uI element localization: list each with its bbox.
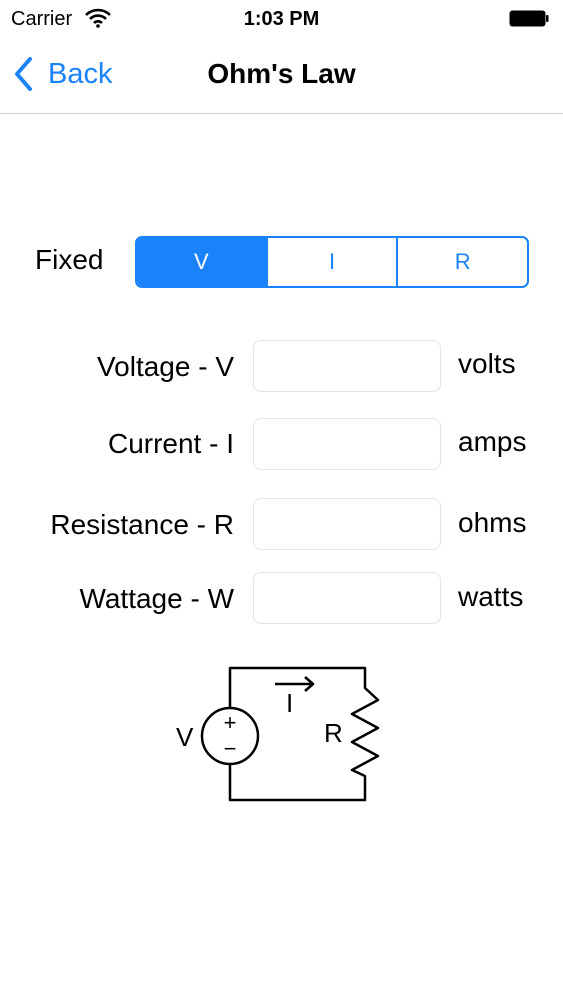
segment-i[interactable]: I [265, 238, 397, 286]
resistor-label: R [324, 718, 343, 748]
voltage-label: Voltage - V [97, 351, 234, 382]
wattage-field[interactable] [253, 572, 441, 624]
current-arrowhead [304, 676, 315, 692]
battery-icon [509, 10, 549, 27]
status-bar: Carrier 1:03 PM [0, 0, 563, 38]
back-button[interactable]: Back [12, 54, 112, 94]
voltage-source-symbol [200, 706, 260, 766]
segment-r[interactable]: R [396, 238, 527, 286]
fixed-label: Fixed [35, 244, 104, 275]
resistance-field[interactable] [253, 498, 441, 550]
segment-v[interactable]: V [137, 238, 266, 286]
circuit-diagram: + − V I R [176, 666, 380, 802]
page-title: Ohm's Law [207, 58, 356, 89]
source-label: V [176, 722, 194, 752]
wifi-icon [85, 8, 111, 28]
current-label: Current - I [107, 428, 234, 459]
current-unit: amps [458, 426, 527, 457]
voltage-field[interactable] [253, 340, 441, 392]
current-label: I [286, 688, 293, 718]
navigation-bar: Back Ohm's Law [0, 38, 563, 114]
circuit-wire [228, 764, 367, 802]
resistor-symbol [350, 680, 380, 784]
status-time: 1:03 PM [243, 8, 320, 30]
resistance-label: Resistance - R [50, 509, 234, 540]
voltage-unit: volts [458, 348, 516, 379]
wattage-label: Wattage - W [79, 583, 234, 614]
source-plus-sign: + [224, 710, 237, 735]
wattage-unit: watts [458, 581, 524, 612]
carrier-name: Carrier [11, 8, 73, 30]
chevron-left-icon [15, 57, 32, 91]
source-minus-sign: − [224, 736, 237, 761]
current-field[interactable] [253, 418, 441, 470]
fixed-segmented-control: V I R [135, 236, 529, 288]
resistance-unit: ohms [458, 507, 527, 538]
back-button-label: Back [48, 57, 113, 90]
circuit-wire [228, 666, 367, 708]
